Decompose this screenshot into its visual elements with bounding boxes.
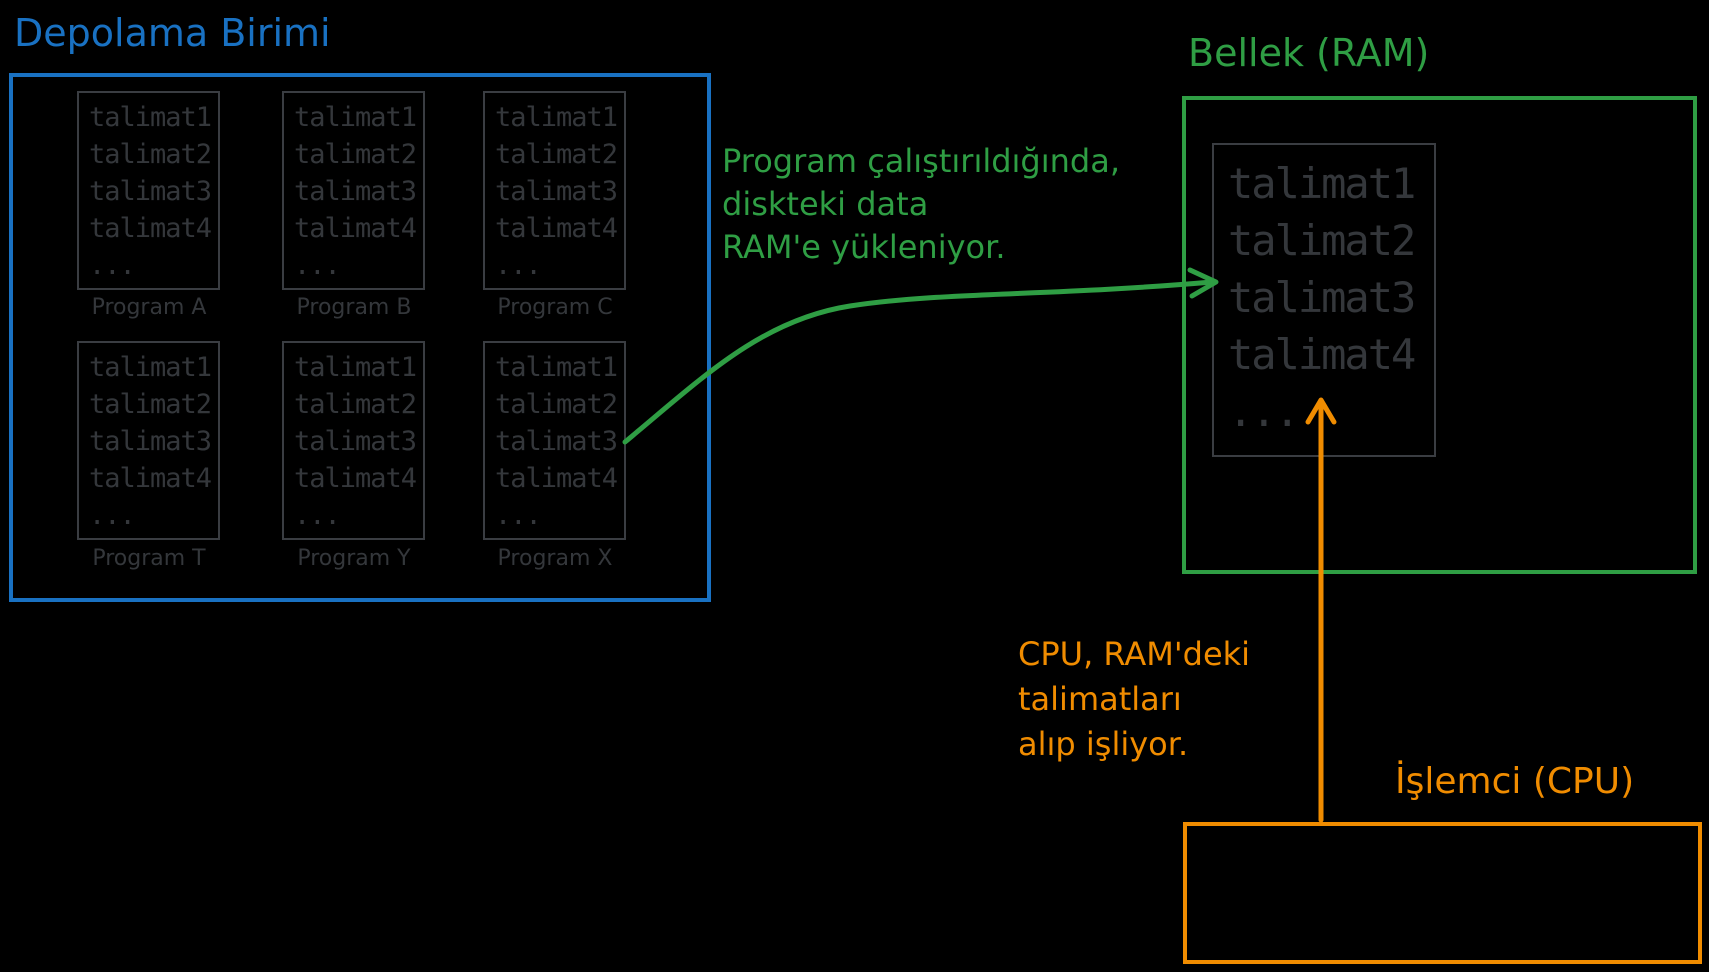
instruction-line: talimat2 [495,389,618,420]
program-card-x: talimat1 talimat2 talimat3 talimat4 ... [483,341,626,540]
program-card-c: talimat1 talimat2 talimat3 talimat4 ... [483,91,626,290]
program-card-a: talimat1 talimat2 talimat3 talimat4 ... [77,91,220,290]
load-note-line: diskteki data [722,185,929,223]
instruction-line: talimat3 [294,176,417,207]
load-note: Program çalıştırıldığında, diskteki data… [722,140,1120,269]
instruction-line: talimat3 [89,176,212,207]
program-label-b: Program B [296,295,412,320]
ram-instruction-line: talimat2 [1228,216,1416,265]
instruction-line: talimat4 [495,213,618,244]
instruction-line: talimat4 [294,213,417,244]
cpu-note-line: CPU, RAM'deki [1018,635,1251,673]
cpu-box [1183,822,1702,964]
instruction-line: talimat2 [89,389,212,420]
ram-program-card: talimat1 talimat2 talimat3 talimat4 ... [1212,143,1436,457]
program-label-a: Program A [91,295,207,320]
program-card-y: talimat1 talimat2 talimat3 talimat4 ... [282,341,425,540]
ram-instruction-line: talimat3 [1228,273,1416,322]
instruction-line: ... [294,500,341,531]
cpu-note: CPU, RAM'deki talimatları alıp işliyor. [1018,632,1250,767]
ram-instruction-line: talimat1 [1228,159,1416,208]
instruction-line: talimat4 [294,463,417,494]
load-arrowhead [1187,267,1219,299]
instruction-line: talimat4 [89,213,212,244]
cpu-note-line: talimatları [1018,680,1182,718]
instruction-line: talimat1 [495,102,618,133]
cpu-title: İşlemci (CPU) [1395,761,1635,802]
instruction-line: talimat1 [294,352,417,383]
load-note-line: RAM'e yükleniyor. [722,228,1006,266]
instruction-line: talimat3 [495,426,618,457]
cpu-arrowhead [1305,397,1337,425]
instruction-line: talimat2 [294,389,417,420]
instruction-line: talimat4 [495,463,618,494]
instruction-line: ... [495,500,542,531]
instruction-line: ... [495,250,542,281]
instruction-line: talimat2 [89,139,212,170]
ram-instruction-line: ... [1228,387,1300,436]
instruction-line: talimat3 [89,426,212,457]
storage-title: Depolama Birimi [14,11,331,55]
instruction-line: talimat2 [294,139,417,170]
program-label-x: Program X [497,546,613,571]
instruction-line: talimat2 [495,139,618,170]
instruction-line: ... [89,250,136,281]
instruction-line: talimat3 [294,426,417,457]
cpu-note-line: alıp işliyor. [1018,725,1189,763]
instruction-line: talimat4 [89,463,212,494]
instruction-line: ... [294,250,341,281]
program-card-b: talimat1 talimat2 talimat3 talimat4 ... [282,91,425,290]
program-label-t: Program T [92,546,206,571]
load-arrow [622,279,1215,445]
program-label-c: Program C [497,295,613,320]
instruction-line: talimat1 [495,352,618,383]
program-label-y: Program Y [297,546,411,571]
ram-box [1182,96,1697,574]
program-card-t: talimat1 talimat2 talimat3 talimat4 ... [77,341,220,540]
storage-box [9,73,711,602]
instruction-line: talimat3 [495,176,618,207]
instruction-line: talimat1 [89,352,212,383]
instruction-line: talimat1 [294,102,417,133]
instruction-line: talimat1 [89,102,212,133]
ram-instruction-line: talimat4 [1228,330,1416,379]
ram-title: Bellek (RAM) [1188,31,1430,75]
load-note-line: Program çalıştırıldığında, [722,142,1120,180]
instruction-line: ... [89,500,136,531]
